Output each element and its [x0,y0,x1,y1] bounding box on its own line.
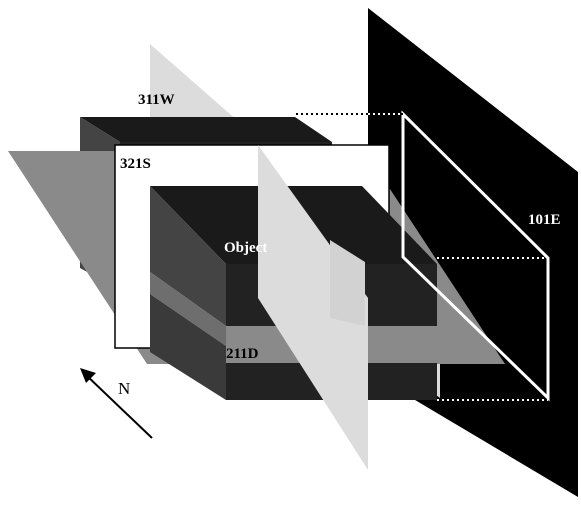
label-101e: 101E [528,212,561,228]
object-cube-left-band [150,272,226,346]
north-arrow-head [80,368,96,383]
north-arrow-shaft [84,373,153,439]
back-cube-top [80,117,332,142]
object-cube-left-lower [150,294,226,400]
label-object: Object [224,240,267,256]
projection-rectangle [401,110,550,402]
label-311w: 311W [138,92,175,108]
plane-311w-strip [330,240,365,326]
label-north: N [118,379,130,398]
label-321s: 321S [120,156,151,172]
object-cube-left-upper [150,186,226,326]
label-211d: 211D [226,346,259,362]
plane-311w-front [258,145,368,470]
